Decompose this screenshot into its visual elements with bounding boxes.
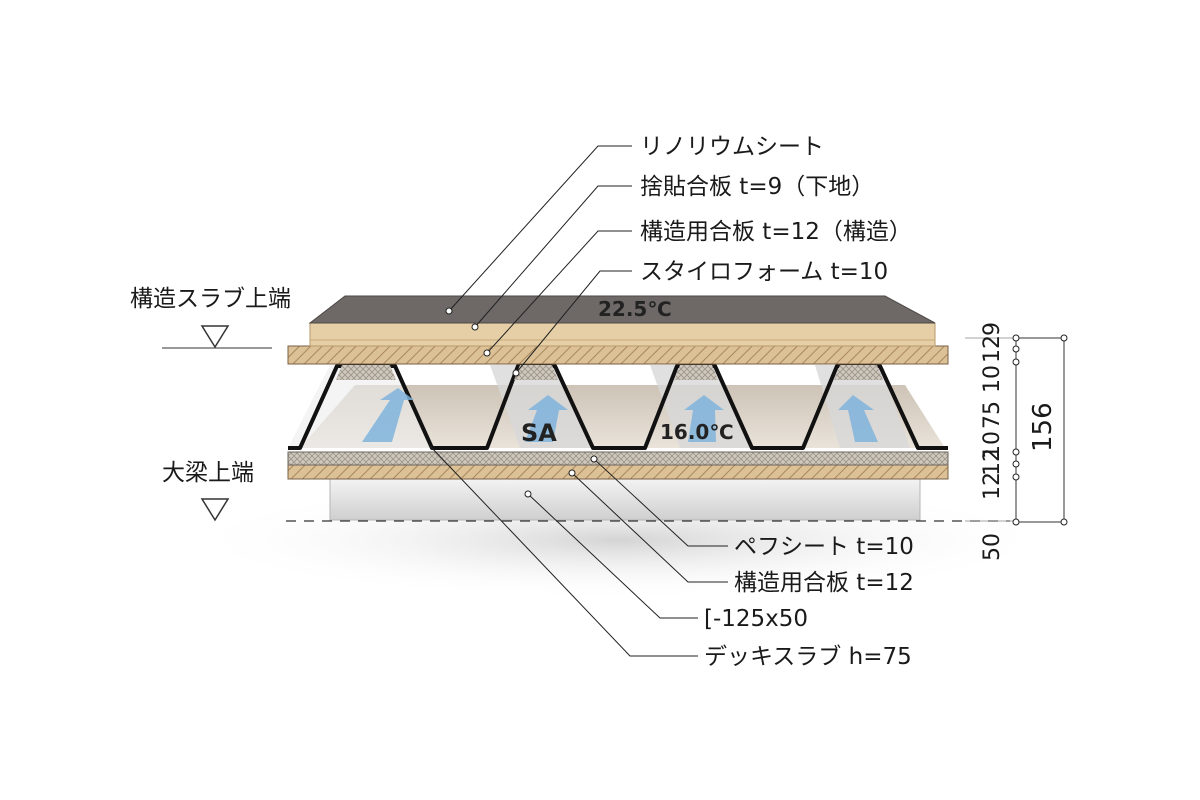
upper-temperature: 22.5℃ bbox=[598, 297, 672, 321]
lower-temperature: 16.0℃ bbox=[660, 420, 734, 444]
dim-75: 75 bbox=[980, 401, 1005, 429]
dim-10-b: 10 bbox=[980, 431, 1005, 459]
dim-10-a: 10 bbox=[980, 365, 1005, 393]
sutebari-plywood bbox=[309, 322, 936, 347]
beam-top-level-marker: 大梁上端 bbox=[162, 460, 1010, 522]
dim-12-b: 12 bbox=[980, 448, 1005, 476]
label-styrofoam: スタイロフォーム t=10 bbox=[640, 259, 888, 285]
label-kozo-plywood-bottom: 構造用合板 t=12 bbox=[734, 570, 914, 596]
label-channel: [-125x50 bbox=[704, 606, 808, 632]
label-linoleum: リノリウムシート bbox=[640, 134, 824, 160]
bottom-structural-plywood bbox=[287, 464, 949, 480]
dim-12-a: 12 bbox=[980, 335, 1005, 363]
deck-floor bbox=[300, 385, 945, 448]
supply-air-arrows bbox=[362, 388, 878, 442]
top-leaders bbox=[445, 145, 632, 377]
slab-top-label: 構造スラブ上端 bbox=[130, 286, 291, 312]
beam-top-label: 大梁上端 bbox=[162, 460, 254, 486]
dim-total: 156 bbox=[1028, 402, 1058, 452]
label-pef: ペフシート t=10 bbox=[734, 534, 914, 560]
dim-50: 50 bbox=[980, 533, 1005, 561]
label-sutebari: 捨貼合板 t=9（下地） bbox=[640, 174, 874, 200]
slab-top-level-marker: 構造スラブ上端 bbox=[130, 286, 291, 349]
styrofoam bbox=[336, 365, 883, 380]
dim-9: 9 bbox=[980, 322, 1005, 336]
top-structural-plywood bbox=[287, 345, 949, 365]
linoleum-sheet bbox=[308, 295, 936, 324]
dimension-chain bbox=[965, 334, 1068, 526]
channel-beam bbox=[329, 477, 921, 521]
supply-air-label: SA bbox=[521, 419, 557, 447]
label-kozo-plywood-top: 構造用合板 t=12（構造） bbox=[640, 219, 912, 245]
pef-sheet bbox=[287, 451, 949, 466]
bottom-leaders bbox=[429, 445, 728, 657]
dim-12-c: 12 bbox=[980, 472, 1005, 500]
label-deck: デッキスラブ h=75 bbox=[704, 644, 912, 670]
